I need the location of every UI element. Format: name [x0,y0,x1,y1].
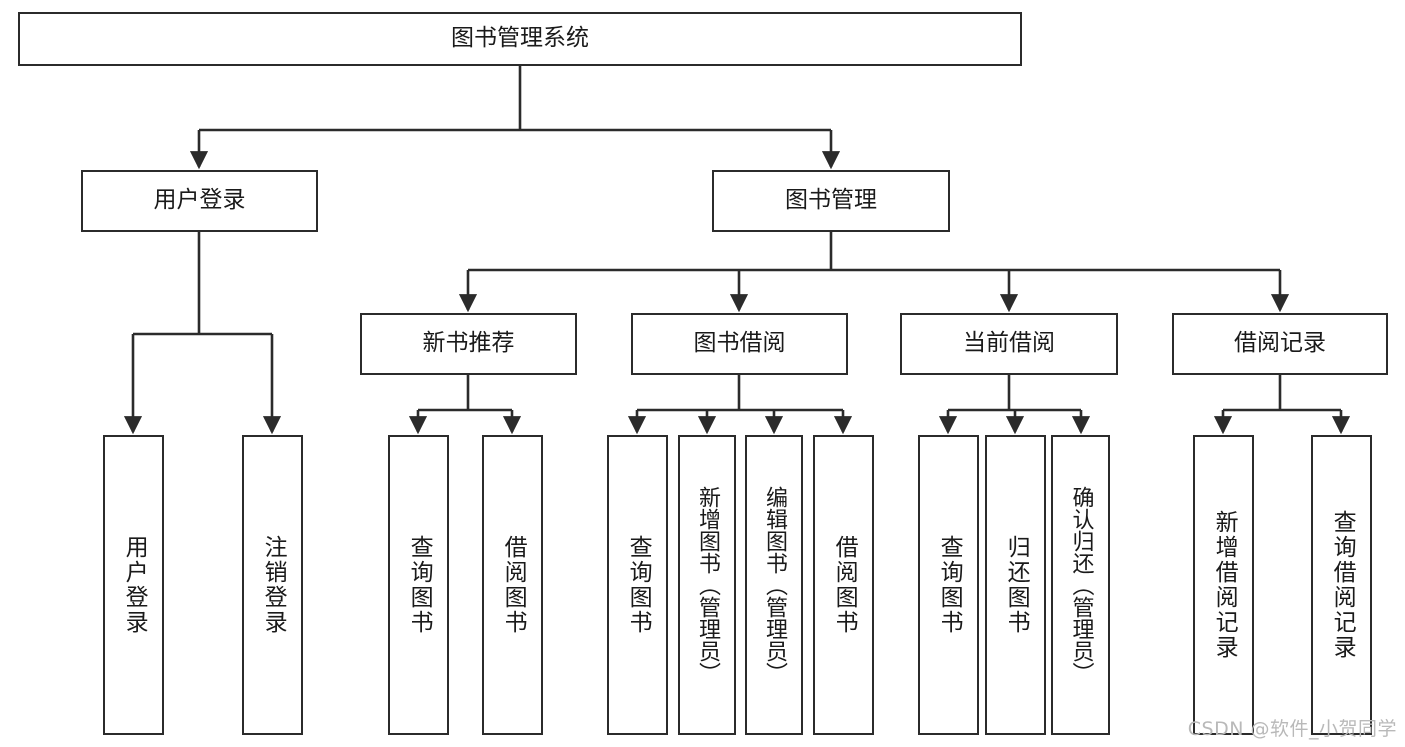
node-leaf-edit-book-label: 编辑图书（管理员） [761,486,787,684]
node-leaf-add-book[interactable]: 新增图书（管理员） [678,435,736,735]
node-leaf-confirm-return-label: 确认归还（管理员） [1068,486,1094,684]
node-leaf-query-record[interactable]: 查询借阅记录 [1311,435,1372,735]
node-current-borrow-label: 当前借阅 [963,330,1055,357]
node-leaf-add-record[interactable]: 新增借阅记录 [1193,435,1254,735]
node-leaf-user-login-label: 用户登录 [121,535,148,635]
node-leaf-borrow-book-1-label: 借阅图书 [500,535,527,635]
node-leaf-query-record-label: 查询借阅记录 [1329,510,1356,660]
node-borrow-record[interactable]: 借阅记录 [1172,313,1388,375]
node-new-book-recommend[interactable]: 新书推荐 [360,313,577,375]
node-leaf-query-book-2-label: 查询图书 [625,535,652,635]
node-book-manage[interactable]: 图书管理 [712,170,950,232]
node-book-manage-label: 图书管理 [785,187,877,214]
watermark: CSDN @软件_小贺同学 [1187,718,1397,740]
node-root[interactable]: 图书管理系统 [18,12,1022,66]
node-leaf-query-book-2[interactable]: 查询图书 [607,435,668,735]
node-leaf-add-book-label: 新增图书（管理员） [694,486,720,684]
node-new-book-recommend-label: 新书推荐 [422,330,515,357]
node-book-borrow-label: 图书借阅 [693,330,786,357]
node-leaf-confirm-return[interactable]: 确认归还（管理员） [1051,435,1110,735]
node-current-borrow[interactable]: 当前借阅 [900,313,1118,375]
node-leaf-query-book-3-label: 查询图书 [936,535,963,635]
node-root-label: 图书管理系统 [451,25,589,52]
node-leaf-borrow-book-1[interactable]: 借阅图书 [482,435,543,735]
node-leaf-return-book[interactable]: 归还图书 [985,435,1046,735]
node-leaf-query-book-3[interactable]: 查询图书 [918,435,979,735]
node-user-login[interactable]: 用户登录 [81,170,318,232]
node-leaf-edit-book[interactable]: 编辑图书（管理员） [745,435,803,735]
node-book-borrow[interactable]: 图书借阅 [631,313,848,375]
node-leaf-logout-label: 注销登录 [260,535,287,635]
node-leaf-query-book-1[interactable]: 查询图书 [388,435,449,735]
node-leaf-query-book-1-label: 查询图书 [406,535,433,635]
node-leaf-borrow-book-2-label: 借阅图书 [831,535,858,635]
node-user-login-label: 用户登录 [153,187,246,214]
node-leaf-logout[interactable]: 注销登录 [242,435,303,735]
node-leaf-return-book-label: 归还图书 [1003,535,1030,635]
node-leaf-add-record-label: 新增借阅记录 [1211,510,1238,660]
node-borrow-record-label: 借阅记录 [1234,330,1326,357]
node-leaf-borrow-book-2[interactable]: 借阅图书 [813,435,874,735]
node-leaf-user-login[interactable]: 用户登录 [103,435,164,735]
